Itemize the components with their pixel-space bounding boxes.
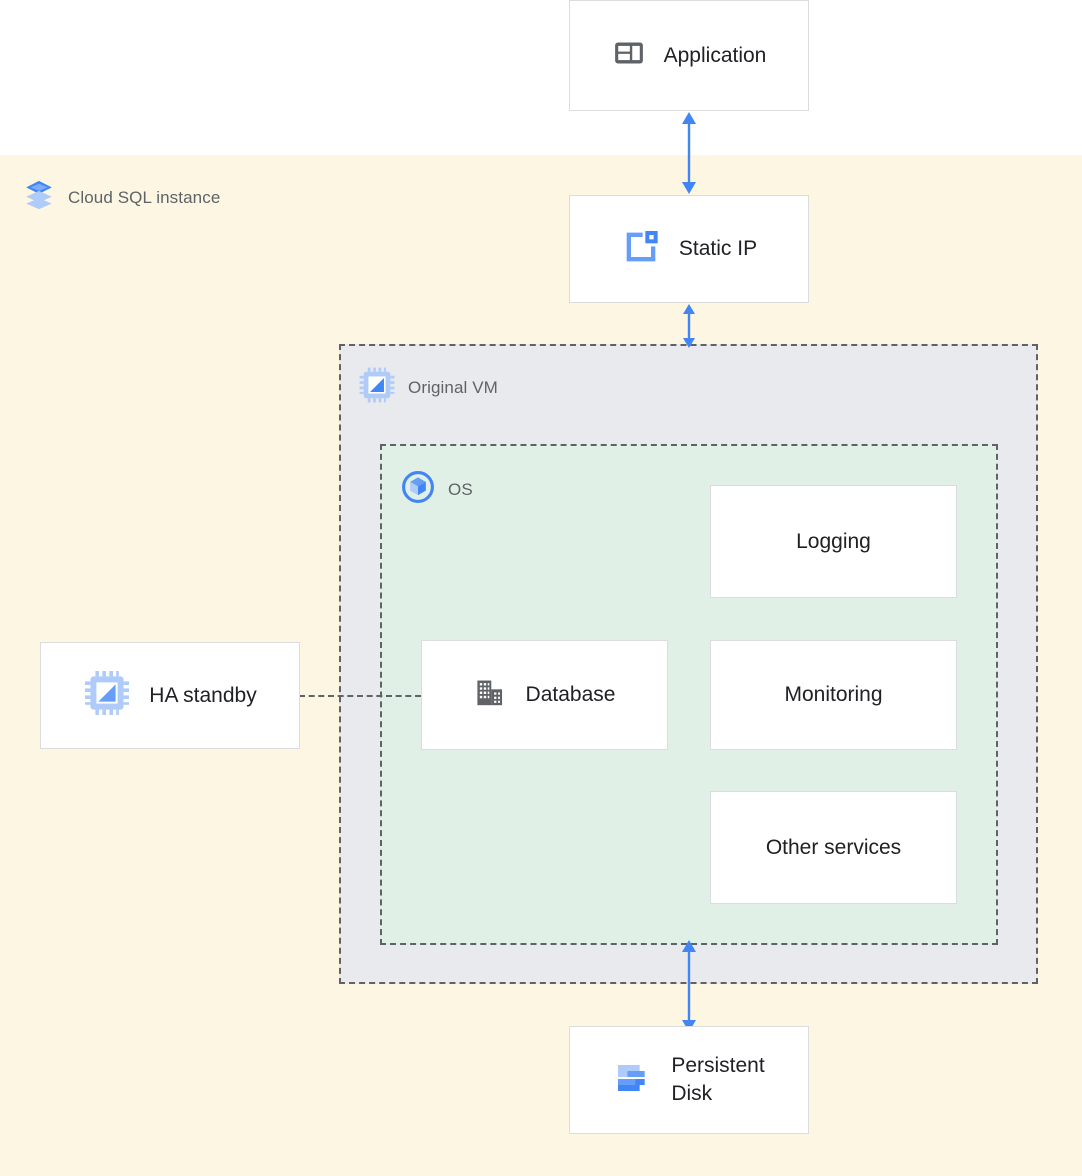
node-label: Application xyxy=(663,43,767,67)
node-application[interactable]: Application xyxy=(569,0,809,111)
vm-chip-icon xyxy=(358,366,396,409)
region-label-text: Original VM xyxy=(408,377,498,397)
region-label-original-vm: Original VM xyxy=(358,366,498,409)
os-icon xyxy=(400,469,436,510)
region-label-text: Cloud SQL instance xyxy=(68,187,221,207)
node-label: Persistent Disk xyxy=(671,1054,765,1105)
node-logging[interactable]: Logging xyxy=(710,485,957,598)
static-ip-icon xyxy=(621,227,661,272)
ha-standby-chip-icon xyxy=(83,669,131,722)
region-label-text: OS xyxy=(448,479,473,499)
application-icon xyxy=(612,36,646,75)
connector-os-to-persistent-disk xyxy=(682,940,696,1032)
persistent-disk-icon xyxy=(613,1058,653,1103)
region-label-cloud-sql-instance: Cloud SQL instance xyxy=(22,178,220,217)
node-monitoring[interactable]: Monitoring xyxy=(710,640,957,750)
node-other-services[interactable]: Other services xyxy=(710,791,957,904)
cloud-sql-icon xyxy=(22,178,56,217)
node-label: Other services xyxy=(765,835,902,859)
connector-ha-standby-to-database xyxy=(299,695,421,697)
node-ha-standby[interactable]: HA standby xyxy=(40,642,300,749)
database-building-icon xyxy=(474,676,508,715)
connector-application-to-static-ip xyxy=(682,112,696,194)
node-label: Database xyxy=(525,683,616,707)
region-label-os: OS xyxy=(400,469,473,510)
node-label: Static IP xyxy=(678,237,758,261)
node-static-ip[interactable]: Static IP xyxy=(569,195,809,303)
node-database[interactable]: Database xyxy=(421,640,668,750)
node-label: Monitoring xyxy=(784,683,883,707)
node-label: Logging xyxy=(796,529,871,553)
connector-static-ip-to-vm xyxy=(683,304,695,348)
node-persistent-disk[interactable]: Persistent Disk xyxy=(569,1026,809,1134)
node-label: HA standby xyxy=(149,683,257,707)
